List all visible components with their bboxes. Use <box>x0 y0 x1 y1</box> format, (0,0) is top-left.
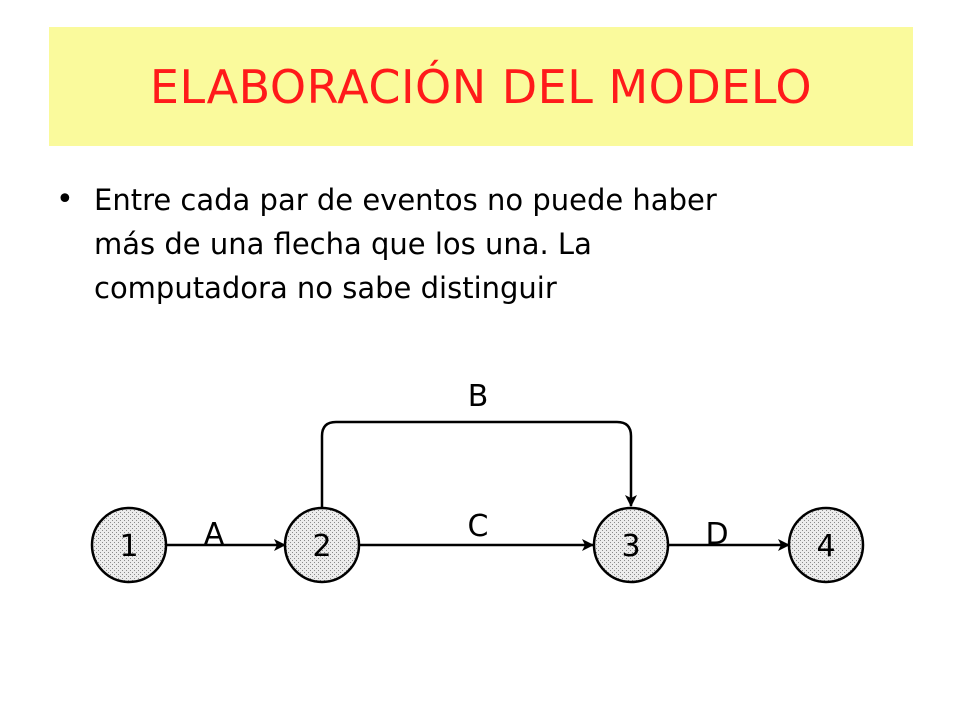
bullet-item: • Entre cada par de eventos no puede hab… <box>56 178 856 310</box>
bullet-line-3: computadora no sabe distinguir <box>94 271 557 305</box>
edge-b-arrow <box>320 420 637 508</box>
edge-b-label: B <box>468 379 489 414</box>
node-1-label: 1 <box>119 529 138 564</box>
edge-d-label: D <box>705 517 728 552</box>
event-node-2: 2 <box>283 506 361 584</box>
event-node-1: 1 <box>90 506 168 584</box>
event-node-4: 4 <box>787 506 865 584</box>
bullet-line-2: más de una flecha que los una. La <box>94 227 592 261</box>
bullet-text: Entre cada par de eventos no puede haber… <box>94 178 717 310</box>
edge-c-label: C <box>468 509 489 544</box>
bullet-list: • Entre cada par de eventos no puede hab… <box>56 178 856 310</box>
bullet-line-1: Entre cada par de eventos no puede haber <box>94 183 717 217</box>
node-2-label: 2 <box>312 529 331 564</box>
node-3-label: 3 <box>621 529 640 564</box>
node-4-label: 4 <box>816 529 835 564</box>
event-node-3: 3 <box>592 506 670 584</box>
slide-title: ELABORACIÓN DEL MODELO <box>149 59 813 114</box>
edge-a-label: A <box>204 517 225 552</box>
bullet-marker: • <box>56 182 74 217</box>
title-banner: ELABORACIÓN DEL MODELO <box>49 27 913 146</box>
